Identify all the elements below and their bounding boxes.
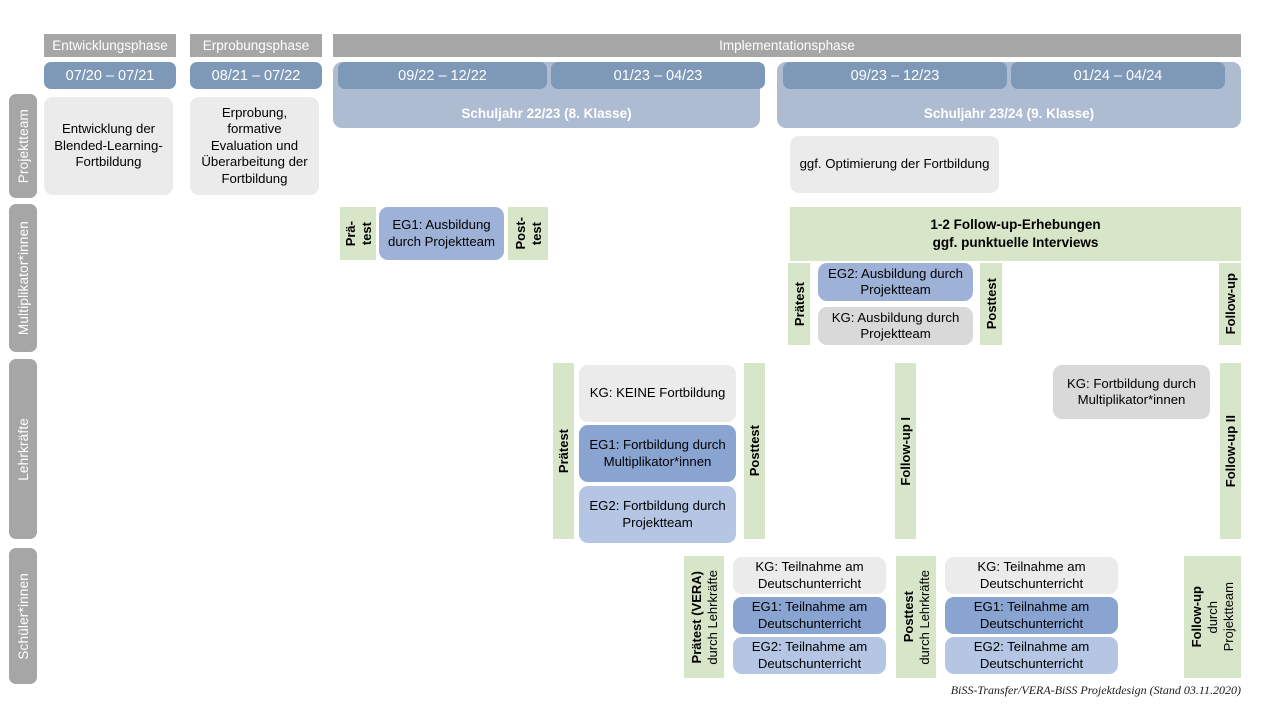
box-label: EG2: Teilnahme am Deutschunterricht bbox=[751, 639, 868, 671]
box-label: EG1: Teilnahme am Deutschunterricht bbox=[973, 599, 1090, 631]
date-chip-0922-1222: 09/22 – 12/22 bbox=[338, 62, 547, 89]
date-chip-0720-0721: 07/20 – 07/21 bbox=[44, 62, 176, 89]
strip-label: Follow-up I bbox=[898, 416, 913, 486]
strip-label-sub: durch Lehrkräfte bbox=[704, 569, 720, 665]
phase-header-label: Erprobungsphase bbox=[202, 38, 310, 53]
box-eg2-fortbildung-projektteam: EG2: Fortbildung durch Projektteam bbox=[579, 486, 736, 543]
box-kg-teilnahme-deutschunterricht-a: KG: Teilnahme am Deutschunterricht bbox=[733, 557, 886, 594]
strip-label: Posttest bbox=[747, 425, 762, 477]
banner-line-1: 1-2 Follow-up-Erhebungen bbox=[930, 216, 1101, 232]
box-label: KG: KEINE Fortbildung bbox=[589, 385, 726, 401]
banner-followup-erhebungen: 1-2 Follow-up-Erhebungen ggf. punktuelle… bbox=[790, 207, 1241, 261]
strip-followup-ii-lehrkraefte: Follow-up II bbox=[1220, 363, 1241, 539]
strip-label-sub: durch Lehrkräfte bbox=[916, 569, 932, 665]
lane-label-projektteam: Projektteam bbox=[9, 94, 37, 198]
strip-label-main: Posttest bbox=[900, 591, 916, 643]
strip-label-line1: Post- bbox=[512, 217, 528, 250]
strip-posttest-multiplikatoren-1: Post- test bbox=[508, 207, 548, 260]
box-kg-teilnahme-deutschunterricht-b: KG: Teilnahme am Deutschunterricht bbox=[945, 557, 1118, 594]
lane-label-lehrkraefte: Lehrkräfte bbox=[9, 359, 37, 539]
phase-header-implementationsphase: Implementationsphase bbox=[333, 34, 1241, 57]
box-eg1-teilnahme-deutschunterricht-a: EG1: Teilnahme am Deutschunterricht bbox=[733, 597, 886, 634]
box-label: Erprobung, formative Evaluation und Über… bbox=[201, 104, 308, 186]
date-chip-label: 07/20 – 07/21 bbox=[65, 67, 155, 84]
box-eg2-ausbildung-projektteam: EG2: Ausbildung durch Projektteam bbox=[818, 263, 973, 301]
strip-followup-schueler: Follow-up durch Projektteam bbox=[1184, 556, 1241, 678]
strip-label-line2: test bbox=[528, 221, 544, 246]
lane-label-schuelerinnen: Schüler*innen bbox=[9, 548, 37, 684]
strip-label: Follow-up II bbox=[1223, 414, 1238, 488]
date-chip-label: 01/23 – 04/23 bbox=[613, 67, 703, 84]
box-label: KG: Teilnahme am Deutschunterricht bbox=[977, 559, 1086, 591]
strip-label: Follow-up bbox=[1222, 273, 1238, 335]
phase-header-label: Entwicklungsphase bbox=[52, 38, 168, 53]
strip-praetest-multiplikatoren-1: Prä- test bbox=[340, 207, 376, 260]
strip-posttest-multiplikatoren-2: Posttest bbox=[980, 263, 1002, 345]
box-ggf-optimierung-fortbildung: ggf. Optimierung der Fortbildung bbox=[790, 136, 999, 193]
strip-label-sub2: Projektteam bbox=[1221, 582, 1236, 652]
box-kg-ausbildung-projektteam: KG: Ausbildung durch Projektteam bbox=[818, 307, 973, 345]
lane-label-text: Projektteam bbox=[15, 108, 31, 184]
strip-followup-multiplikatoren: Follow-up bbox=[1219, 263, 1241, 345]
lane-label-text: Multiplikator*innen bbox=[15, 220, 31, 336]
strip-followup-i-lehrkraefte: Follow-up I bbox=[895, 363, 916, 539]
date-chip-0923-1223: 09/23 – 12/23 bbox=[783, 62, 1007, 89]
strip-label-line1: Prä- bbox=[342, 220, 358, 247]
date-chip-0124-0424: 01/24 – 04/24 bbox=[1011, 62, 1225, 89]
lane-label-text: Schüler*innen bbox=[15, 572, 31, 660]
lane-label-multiplikatorinnen: Multiplikator*innen bbox=[9, 204, 37, 352]
box-kg-keine-fortbildung: KG: KEINE Fortbildung bbox=[579, 365, 736, 422]
strip-label: Posttest bbox=[983, 278, 999, 330]
box-label: KG: Ausbildung durch Projektteam bbox=[831, 309, 960, 342]
strip-posttest-schueler: Posttest durch Lehrkräfte bbox=[896, 556, 936, 678]
strip-label-sub1: durch bbox=[1205, 600, 1220, 634]
box-kg-fortbildung-multiplikatoren: KG: Fortbildung durch Multiplikator*inne… bbox=[1053, 365, 1210, 419]
box-eg2-teilnahme-deutschunterricht-a: EG2: Teilnahme am Deutschunterricht bbox=[733, 637, 886, 674]
box-label: EG2: Ausbildung durch Projektteam bbox=[828, 265, 963, 298]
box-label: EG1: Teilnahme am Deutschunterricht bbox=[751, 599, 868, 631]
date-chip-label: 08/21 – 07/22 bbox=[211, 67, 301, 84]
lane-label-text: Lehrkräfte bbox=[15, 417, 31, 481]
strip-label-main: Prätest (VERA) bbox=[688, 570, 704, 664]
schoolyear-label: Schuljahr 22/23 (8. Klasse) bbox=[461, 106, 632, 121]
box-label: KG: Teilnahme am Deutschunterricht bbox=[755, 559, 864, 591]
box-label: EG2: Teilnahme am Deutschunterricht bbox=[973, 639, 1090, 671]
box-label: KG: Fortbildung durch Multiplikator*inne… bbox=[1066, 375, 1196, 408]
banner-line-2: ggf. punktuelle Interviews bbox=[932, 235, 1099, 250]
date-chip-label: 01/24 – 04/24 bbox=[1073, 67, 1163, 84]
strip-label-main: Follow-up bbox=[1189, 586, 1204, 648]
box-entwicklung-blended-learning: Entwicklung der Blended-Learning-Fortbil… bbox=[44, 97, 173, 195]
date-chip-0821-0722: 08/21 – 07/22 bbox=[190, 62, 322, 89]
box-label: EG1: Ausbildung durch Projektteam bbox=[387, 217, 495, 249]
phase-header-label: Implementationsphase bbox=[719, 38, 855, 53]
box-label: ggf. Optimierung der Fortbildung bbox=[799, 156, 990, 172]
strip-label: Prätest bbox=[556, 428, 571, 474]
box-eg1-teilnahme-deutschunterricht-b: EG1: Teilnahme am Deutschunterricht bbox=[945, 597, 1118, 634]
date-chip-label: 09/23 – 12/23 bbox=[850, 67, 940, 84]
schoolyear-label: Schuljahr 23/24 (9. Klasse) bbox=[923, 106, 1095, 121]
strip-posttest-lehrkraefte: Posttest bbox=[744, 363, 765, 539]
footer-source-note: BiSS-Transfer/VERA-BiSS Projektdesign (S… bbox=[950, 683, 1241, 697]
strip-praetest-lehrkraefte: Prätest bbox=[553, 363, 574, 539]
phase-header-erprobungsphase: Erprobungsphase bbox=[190, 34, 322, 57]
box-label: EG2: Fortbildung durch Projektteam bbox=[589, 498, 726, 530]
box-erprobung-evaluation: Erprobung, formative Evaluation und Über… bbox=[190, 97, 319, 195]
box-label: EG1: Fortbildung durch Multiplikator*inn… bbox=[589, 437, 726, 469]
phase-header-entwicklungsphase: Entwicklungsphase bbox=[44, 34, 176, 57]
strip-praetest-multiplikatoren-2: Prätest bbox=[788, 263, 810, 345]
date-chip-label: 09/22 – 12/22 bbox=[398, 67, 487, 84]
strip-praetest-vera-schueler: Prätest (VERA) durch Lehrkräfte bbox=[684, 556, 724, 678]
strip-label-line2: test bbox=[358, 221, 374, 246]
box-label: Entwicklung der Blended-Learning-Fortbil… bbox=[54, 121, 163, 170]
box-eg1-ausbildung-projektteam: EG1: Ausbildung durch Projektteam bbox=[379, 207, 504, 260]
date-chip-0123-0423: 01/23 – 04/23 bbox=[551, 62, 765, 89]
box-eg1-fortbildung-multiplikatoren: EG1: Fortbildung durch Multiplikator*inn… bbox=[579, 425, 736, 482]
box-eg2-teilnahme-deutschunterricht-b: EG2: Teilnahme am Deutschunterricht bbox=[945, 637, 1118, 674]
strip-label: Prätest bbox=[791, 281, 807, 327]
